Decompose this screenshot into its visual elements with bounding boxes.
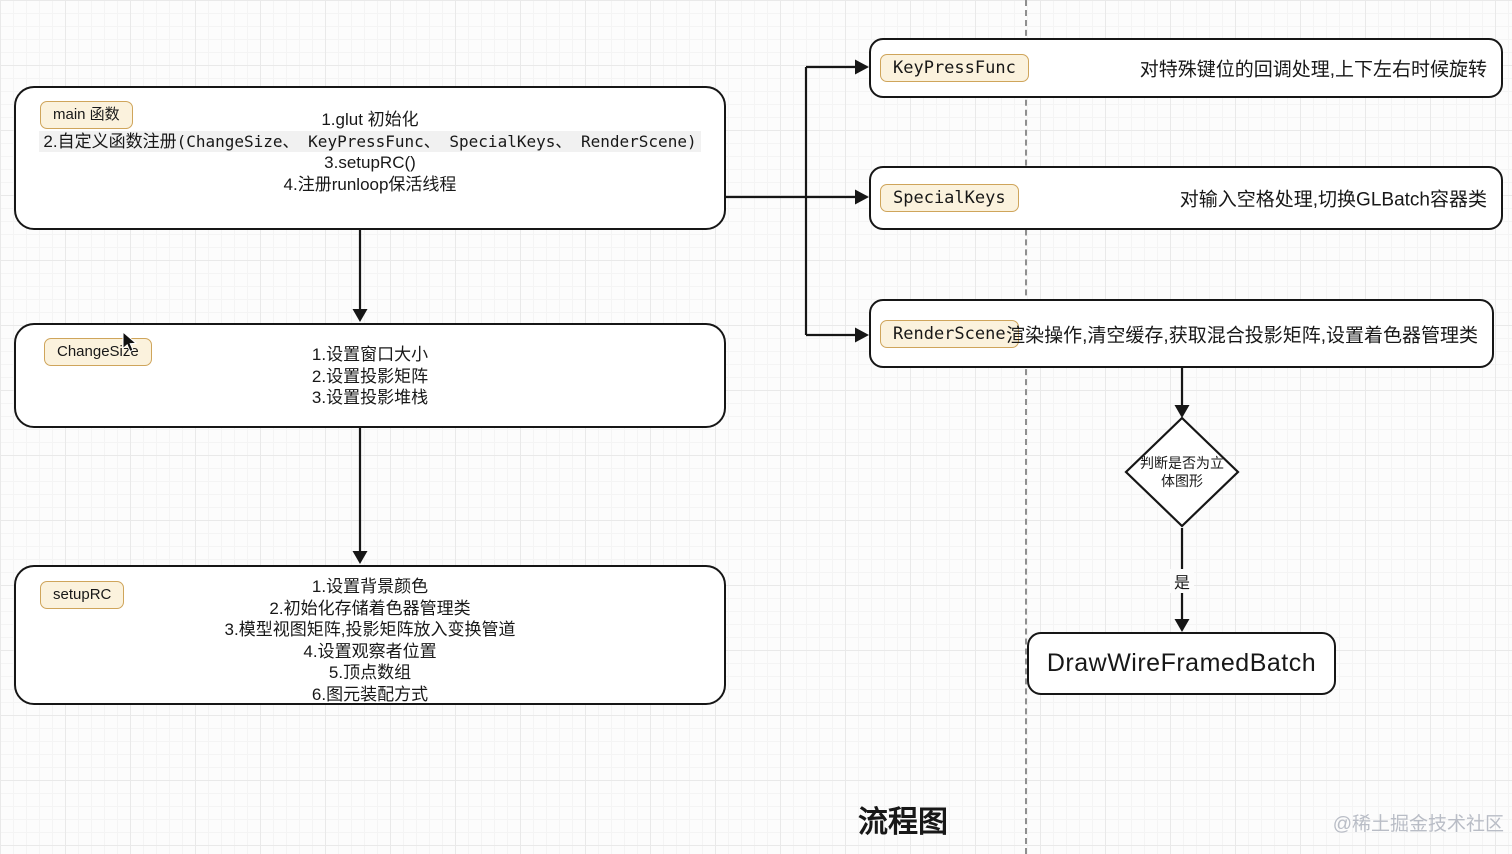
node-keypressfunc[interactable]: KeyPressFunc 对特殊键位的回调处理,上下左右时候旋转 [869,38,1503,98]
node-renderscene[interactable]: RenderScene 渲染操作,清空缓存,获取混合投影矩阵,设置着色器管理类 [869,299,1494,368]
setuprc-step-6: 6.图元装配方式 [311,684,429,704]
changesize-step-2: 2.设置投影矩阵 [311,366,429,386]
diamond-shape [1124,416,1240,528]
node-keypressfunc-label[interactable]: KeyPressFunc [880,54,1029,82]
arrowhead-right-specialkeys [855,189,869,205]
renderscene-description: 渲染操作,清空缓存,获取混合投影矩阵,设置着色器管理类 [1006,325,1478,346]
arrowhead-down-setuprc [352,551,368,564]
changesize-step-1: 1.设置窗口大小 [311,345,429,364]
main-step-1: 1.glut 初始化 [321,110,419,129]
arrowhead-right-renderscene [855,327,869,343]
specialkeys-description: 对输入空格处理,切换GLBatch容器类 [1179,189,1487,211]
node-decision-diamond[interactable]: 判断是否为立 体图形 [1124,416,1240,528]
arrowhead-down-changesize [352,309,368,322]
decision-text: 判断是否为立 体图形 [1124,416,1240,528]
node-main-label[interactable]: main 函数 [40,101,133,129]
setuprc-step-1: 1.设置背景颜色 [311,577,429,596]
arrow-main-to-right-branch [726,65,856,337]
arrowhead-down-drawwire [1174,619,1190,632]
setuprc-step-4: 4.设置观察者位置 [303,641,437,661]
main-step-2-code: (ChangeSize、 KeyPressFunc、 SpecialKeys、 … [176,131,697,151]
node-setuprc[interactable]: setupRC 1.设置背景颜色 2.初始化存储着色器管理类 3.模型视图矩阵,… [14,565,726,705]
node-setuprc-label[interactable]: setupRC [40,581,125,609]
main-step-2: 2.自定义函数注册(ChangeSize、 KeyPressFunc、 Spec… [16,130,724,152]
decision-text-line2: 体图形 [1161,473,1203,489]
node-renderscene-label[interactable]: RenderScene [880,319,1019,348]
page-divider-dashed-line [1025,0,1027,854]
branch-label-yes: 是 [1170,569,1194,593]
keypressfunc-description: 对特殊键位的回调处理,上下左右时候旋转 [1139,59,1487,81]
setuprc-step-2: 2.初始化存储着色器管理类 [269,598,471,618]
main-step-2-prefix: 2.自定义函数注册 [43,131,177,151]
node-main[interactable]: main 函数 1.glut 初始化 2.自定义函数注册(ChangeSize、… [14,86,726,230]
main-step-3: 3.setupRC() [324,153,416,172]
setuprc-step-5: 5.顶点数组 [328,663,412,682]
mouse-cursor-icon [122,331,138,353]
setuprc-step-3: 3.模型视图矩阵,投影矩阵放入变换管道 [224,620,516,639]
node-specialkeys-label[interactable]: SpecialKeys [880,184,1019,212]
drawwireframedbatch-label: DrawWireFramedBatch [1046,649,1317,677]
diagram-title: 流程图 [858,806,948,839]
watermark-text: @稀土掘金技术社区 [1332,814,1504,835]
node-specialkeys[interactable]: SpecialKeys 对输入空格处理,切换GLBatch容器类 [869,166,1503,230]
decision-text-line1: 判断是否为立 [1140,455,1224,471]
changesize-step-3: 3.设置投影堆栈 [311,388,429,407]
node-drawwireframedbatch[interactable]: DrawWireFramedBatch [1027,632,1336,695]
arrowhead-right-keypressfunc [855,59,869,75]
main-step-4: 4.注册runloop保活线程 [283,174,457,194]
